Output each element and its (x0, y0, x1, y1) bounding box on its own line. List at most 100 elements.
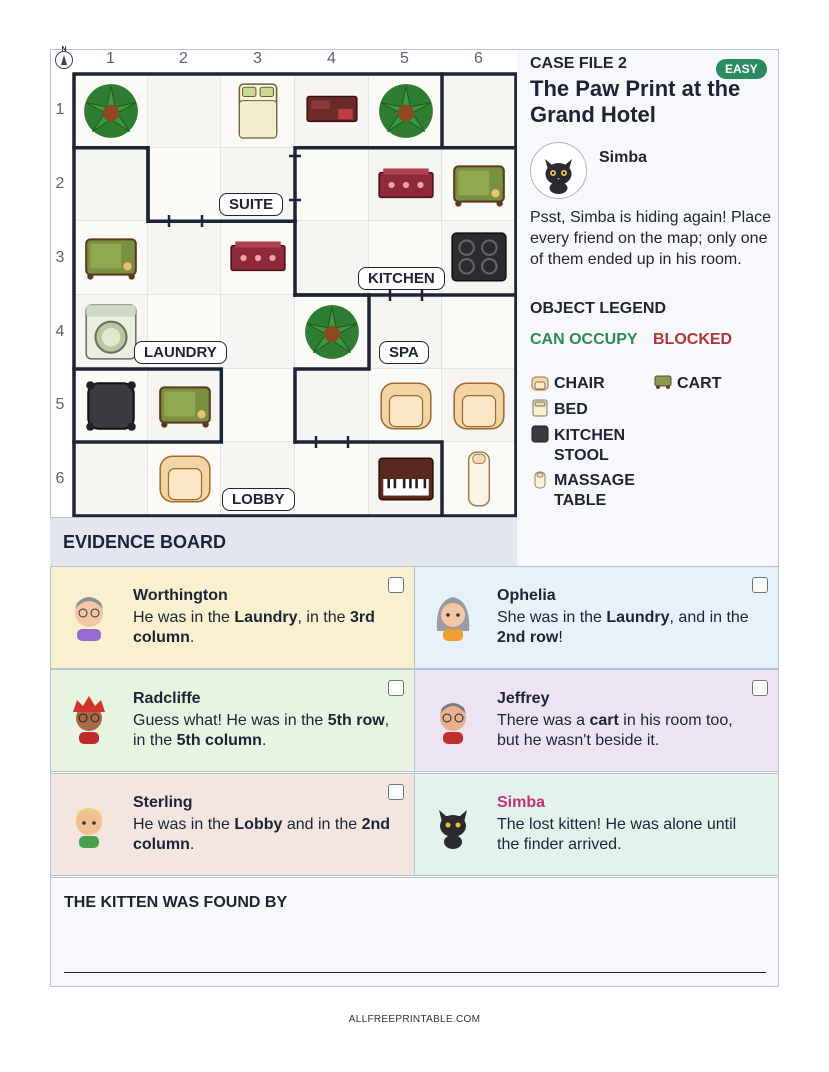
clue-card-jeffrey: Jeffrey There was a cart in his room too… (414, 669, 779, 772)
jeffrey-checkbox[interactable] (752, 680, 768, 696)
chair-icon (379, 381, 432, 430)
kitchen-stool-icon (86, 380, 136, 431)
sterling-clue: He was in the Lobby and in the 2nd colum… (133, 816, 391, 853)
worthington-clue: He was in the Laundry, in the 3rd column… (133, 609, 375, 646)
cat-icon (545, 159, 572, 194)
legend-massage-table-label: MASSAGE TABLE (554, 472, 635, 509)
sterling-name: Sterling (133, 794, 193, 811)
cart-icon (453, 164, 505, 207)
kitchen-stool-icon (531, 425, 549, 443)
kitten-name: Simba (599, 149, 648, 166)
puzzle-intro: Psst, Simba is hiding again! Place every… (530, 209, 772, 268)
clue-card-worthington: Worthington He was in the Laundry, in th… (50, 566, 415, 669)
row-label-2: 2 (55, 175, 65, 192)
map-cell-r1-c2[interactable] (147, 74, 222, 148)
row-label-1: 1 (55, 101, 65, 118)
legend-cart-label: CART (677, 375, 722, 392)
clue-card-ophelia: Ophelia She was in the Laundry, and in t… (414, 566, 779, 669)
cart-icon (84, 238, 137, 280)
map-cell-r6-c4[interactable] (295, 442, 369, 516)
map-cell-r6-c1[interactable] (74, 442, 148, 516)
sterling-avatar (76, 808, 102, 848)
legend-title: OBJECT LEGEND (530, 300, 667, 317)
radcliffe-checkbox[interactable] (388, 680, 404, 696)
cart-icon (158, 385, 211, 428)
room-label-laundry: LAUNDRY (134, 341, 227, 364)
kitchen-counter-icon (230, 241, 286, 272)
map-cell-r3-c4[interactable] (295, 221, 369, 295)
compass-arrow-icon (61, 55, 67, 65)
chair-icon (453, 381, 505, 430)
dresser-icon (306, 95, 358, 122)
row-label-3: 3 (55, 249, 65, 266)
legend-chair-label: CHAIR (554, 375, 605, 392)
radcliffe-avatar (73, 696, 105, 744)
kitchen-counter-icon (377, 167, 434, 198)
legend-blocked: BLOCKED (653, 331, 733, 348)
legend-bed-label: BED (554, 401, 588, 418)
ophelia-avatar (436, 597, 470, 641)
jeffrey-name: Jeffrey (497, 690, 550, 707)
simba-clue: The lost kitten! He was alone until the … (497, 816, 737, 853)
legend-can-occupy: CAN OCCUPY (530, 331, 638, 348)
plant-icon (378, 83, 433, 138)
answer-title: THE KITTEN WAS FOUND BY (64, 894, 288, 911)
cart-icon (654, 375, 672, 389)
room-walls (72, 72, 518, 518)
map-cell-r2-c4[interactable] (295, 147, 369, 222)
row-label-6: 6 (55, 470, 65, 487)
bed-icon (532, 399, 548, 417)
puzzle-title: The Paw Print at the Grand Hotel (530, 76, 741, 127)
evidence-header (50, 517, 517, 566)
answer-section (50, 877, 779, 987)
piano-icon (377, 457, 434, 501)
footer-credit: ALLFREEPRINTABLE.COM (348, 1014, 481, 1025)
kitten-avatar (530, 142, 587, 199)
room-label-suite: SUITE (219, 193, 284, 216)
row-label-5: 5 (55, 396, 65, 413)
simba-avatar (439, 810, 467, 849)
compass-icon: N (55, 46, 73, 69)
column-label-3: 3 (253, 50, 262, 67)
bed-icon (238, 83, 278, 139)
room-label-kitchen: KITCHEN (358, 267, 445, 290)
column-label-4: 4 (327, 50, 336, 67)
case-panel (517, 50, 778, 566)
map-cell-r3-c2[interactable] (147, 221, 222, 295)
stove-icon (451, 232, 507, 282)
compass-north-label: N (61, 46, 67, 53)
column-label-1: 1 (106, 50, 115, 67)
hotel-map: SUITE KITCHEN LAUNDRY SPA LOBBY (72, 72, 518, 518)
chair-icon (531, 376, 549, 391)
radcliffe-clue: Guess what! He was in the 5th row, in th… (133, 712, 390, 749)
room-label-lobby: LOBBY (222, 488, 295, 511)
jeffrey-avatar (440, 703, 466, 744)
difficulty-badge: EASY (716, 59, 767, 79)
clue-card-sterling: Sterling He was in the Lobby and in the … (50, 773, 415, 876)
worthington-avatar (75, 597, 103, 641)
washing-machine-icon (85, 304, 137, 360)
simba-name: Simba (497, 794, 546, 811)
plant-icon (83, 83, 138, 138)
massage-table-icon (534, 471, 546, 489)
massage-table-icon (468, 451, 491, 507)
row-label-4: 4 (55, 323, 65, 340)
clue-card-simba: Simba The lost kitten! He was alone unti… (414, 773, 779, 876)
map-cell-r4-c3[interactable] (221, 295, 295, 369)
ophelia-clue: She was in the Laundry, and in the 2nd r… (497, 609, 749, 646)
worthington-checkbox[interactable] (388, 577, 404, 593)
column-label-6: 6 (474, 50, 483, 67)
radcliffe-name: Radcliffe (133, 690, 201, 707)
map-cell-r5-c4[interactable] (295, 368, 369, 443)
legend-kitchen-stool-label: KITCHEN STOOL (554, 427, 626, 464)
sterling-checkbox[interactable] (388, 784, 404, 800)
chair-icon (158, 455, 211, 503)
ophelia-name: Ophelia (497, 587, 556, 604)
room-label-spa: SPA (379, 341, 429, 364)
clue-card-radcliffe: Radcliffe Guess what! He was in the 5th … (50, 669, 415, 772)
answer-line[interactable] (64, 972, 766, 973)
ophelia-checkbox[interactable] (752, 577, 768, 593)
column-label-2: 2 (179, 50, 188, 67)
evidence-title: EVIDENCE BOARD (63, 532, 227, 552)
case-file-label: CASE FILE 2 (530, 55, 627, 72)
